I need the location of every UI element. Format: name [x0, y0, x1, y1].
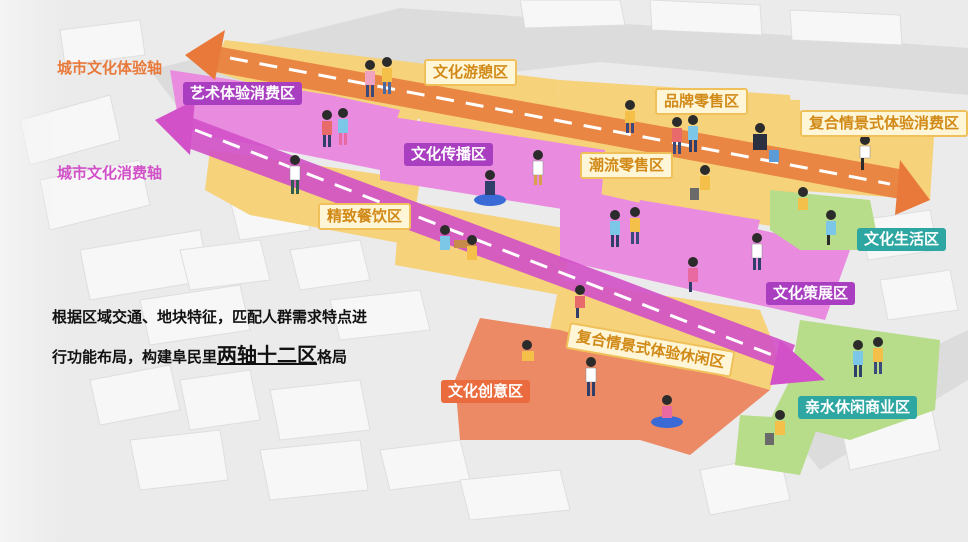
- zone-label-culture-leisure: 文化游憩区: [424, 59, 518, 86]
- zone-label-fine-dining: 精致餐饮区: [318, 203, 412, 230]
- experience-axis-arrow: [185, 30, 930, 215]
- person-figure: [467, 235, 477, 260]
- person-figure: [585, 357, 597, 396]
- person-figure: [873, 337, 883, 374]
- description-line-2-suffix: 格局: [317, 348, 348, 366]
- description-emphasis: 两轴十二区: [217, 343, 318, 367]
- person-figure: [365, 60, 375, 97]
- zone-label-culture-creative: 文化创意区: [441, 380, 531, 403]
- person-figure: [826, 210, 836, 245]
- zone-label-culture-broadcast: 文化传播区: [404, 143, 494, 166]
- person-figure: [532, 150, 544, 185]
- consumption-axis-arrow: [155, 100, 825, 385]
- person-figure: [751, 233, 763, 270]
- person-figure: [688, 257, 698, 292]
- person-figure: [853, 340, 863, 377]
- person-figure: [522, 340, 534, 361]
- person-figure: [672, 117, 682, 154]
- person-figure: [610, 210, 620, 247]
- person-figure: [289, 155, 301, 194]
- person-figure: [690, 165, 710, 200]
- zone-label-waterfront-commerce: 亲水休闲商业区: [798, 396, 918, 419]
- zone-label-brand-retail: 品牌零售区: [655, 88, 749, 115]
- person-figure: [440, 225, 476, 250]
- zone-label-composite-experience-consumption: 复合情景式体验消费区: [800, 110, 968, 137]
- person-figure: [630, 207, 640, 244]
- zone-label-culture-exhibition: 文化策展区: [766, 282, 856, 305]
- person-figure: [382, 57, 392, 94]
- experience-axis-label: 城市文化体验轴: [57, 59, 163, 77]
- person-figure: [474, 170, 506, 206]
- person-figure: [651, 395, 683, 428]
- people-figures: [289, 57, 883, 445]
- person-figure: [765, 410, 785, 445]
- person-figure: [625, 100, 635, 133]
- zone-label-culture-life: 文化生活区: [857, 228, 947, 251]
- description-line-2: 行功能布局，构建阜民里两轴十二区格局: [52, 339, 347, 368]
- person-figure: [575, 285, 585, 318]
- person-figure: [798, 187, 808, 210]
- person-figure: [322, 110, 332, 147]
- person-figure: [338, 108, 348, 145]
- description-line-1: 根据区域交通、地块特征，匹配人群需求特点进: [52, 308, 368, 326]
- consumption-axis-label: 城市文化消费轴: [57, 164, 163, 182]
- person-figure: [859, 135, 871, 170]
- zone-label-art-experience: 艺术体验消费区: [183, 82, 303, 105]
- person-figure: [753, 123, 779, 162]
- zone-label-trend-retail: 潮流零售区: [580, 152, 674, 179]
- description-line-2-prefix: 行功能布局，构建阜民里: [52, 348, 218, 366]
- person-figure: [688, 115, 698, 152]
